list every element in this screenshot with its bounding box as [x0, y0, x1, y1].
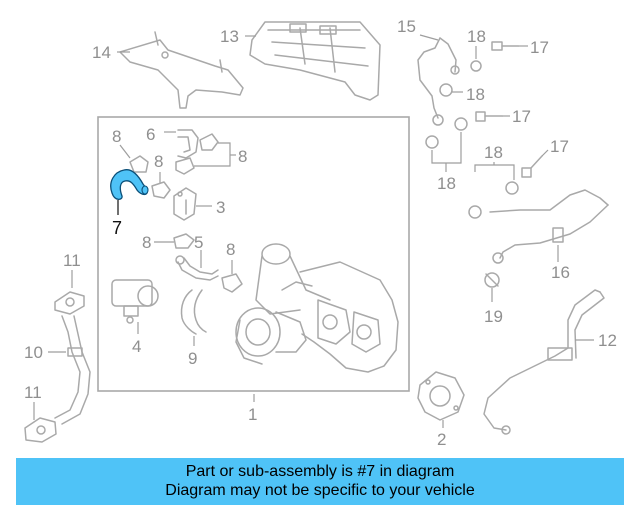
- banner-line-2: Diagram may not be specific to your vehi…: [165, 482, 475, 499]
- part-8-clamp-d[interactable]: [151, 181, 171, 199]
- label-10: 10: [24, 343, 43, 362]
- part-3-sensor[interactable]: [173, 187, 197, 221]
- label-16: 16: [551, 263, 570, 282]
- part-7-hose-highlighted[interactable]: [110, 169, 149, 201]
- part-17-bolt-top[interactable]: [491, 41, 519, 51]
- label-8-far: 8: [226, 240, 235, 259]
- part-13-heat-shield[interactable]: [249, 21, 381, 101]
- part-18-washer-top[interactable]: [470, 60, 482, 72]
- label-3: 3: [216, 198, 225, 217]
- label-18-top: 18: [467, 27, 486, 46]
- part-2-gasket[interactable]: [417, 371, 465, 421]
- label-18-lower: 18: [437, 174, 456, 193]
- label-12: 12: [598, 331, 617, 350]
- part-8-clamp-f[interactable]: [221, 273, 243, 293]
- part-10-pipe[interactable]: [54, 315, 91, 425]
- label-4: 4: [132, 337, 141, 356]
- label-8-center: 8: [154, 152, 163, 171]
- parts-diagram: 14 13 15 18 17 18 17 18 1: [24, 17, 617, 449]
- part-8-clamp-a[interactable]: [199, 133, 219, 151]
- part-18-washer-c[interactable]: [468, 205, 482, 219]
- label-1: 1: [248, 405, 257, 424]
- part-11-gasket-lower[interactable]: [24, 417, 57, 443]
- label-15: 15: [397, 17, 416, 36]
- part-15-oil-line[interactable]: [417, 37, 460, 126]
- label-18-right: 18: [484, 143, 503, 162]
- part-18-washer-d[interactable]: [505, 181, 519, 195]
- label-17-top: 17: [530, 38, 549, 57]
- label-14: 14: [92, 43, 111, 62]
- info-banner: Part or sub-assembly is #7 in diagram Di…: [16, 458, 624, 505]
- part-19-plug[interactable]: [484, 272, 500, 288]
- label-2: 2: [437, 430, 446, 449]
- label-19: 19: [484, 307, 503, 326]
- part-8-clamp-b[interactable]: [175, 157, 195, 175]
- label-13: 13: [220, 27, 239, 46]
- part-6-hose[interactable]: [177, 129, 199, 159]
- part-5-hose[interactable]: [175, 255, 219, 281]
- part-16-coolant-line[interactable]: [489, 189, 609, 264]
- label-18-mid: 18: [466, 85, 485, 104]
- label-6: 6: [146, 125, 155, 144]
- part-18-washer-mid[interactable]: [439, 83, 453, 97]
- label-17-mid: 17: [512, 107, 531, 126]
- part-12-pipe[interactable]: [483, 289, 605, 435]
- label-8-left: 8: [112, 127, 121, 146]
- label-9: 9: [188, 349, 197, 368]
- part-9-hose[interactable]: [180, 289, 207, 335]
- label-17-right: 17: [550, 137, 569, 156]
- part-14-bracket[interactable]: [119, 31, 244, 109]
- part-17-bolt-mid[interactable]: [475, 111, 503, 122]
- assembly-frame: [97, 116, 410, 392]
- part-8-clamp-c[interactable]: [129, 155, 149, 173]
- banner-line-1: Part or sub-assembly is #7 in diagram: [185, 463, 455, 480]
- label-11-lower: 11: [24, 383, 42, 402]
- label-8-lower: 8: [142, 233, 151, 252]
- part-17-bolt-right[interactable]: [521, 155, 543, 178]
- part-11-gasket-upper[interactable]: [54, 291, 85, 315]
- part-4-valve[interactable]: [111, 279, 159, 324]
- label-11-upper: 11: [63, 251, 81, 270]
- label-5: 5: [194, 233, 203, 252]
- part-8-clamp-e[interactable]: [173, 233, 195, 249]
- part-18-washer-a[interactable]: [454, 117, 468, 131]
- part-18-washer-b[interactable]: [425, 135, 439, 149]
- part-1-turbocharger[interactable]: [235, 243, 399, 373]
- label-8-right: 8: [238, 147, 247, 166]
- label-7: 7: [112, 218, 122, 238]
